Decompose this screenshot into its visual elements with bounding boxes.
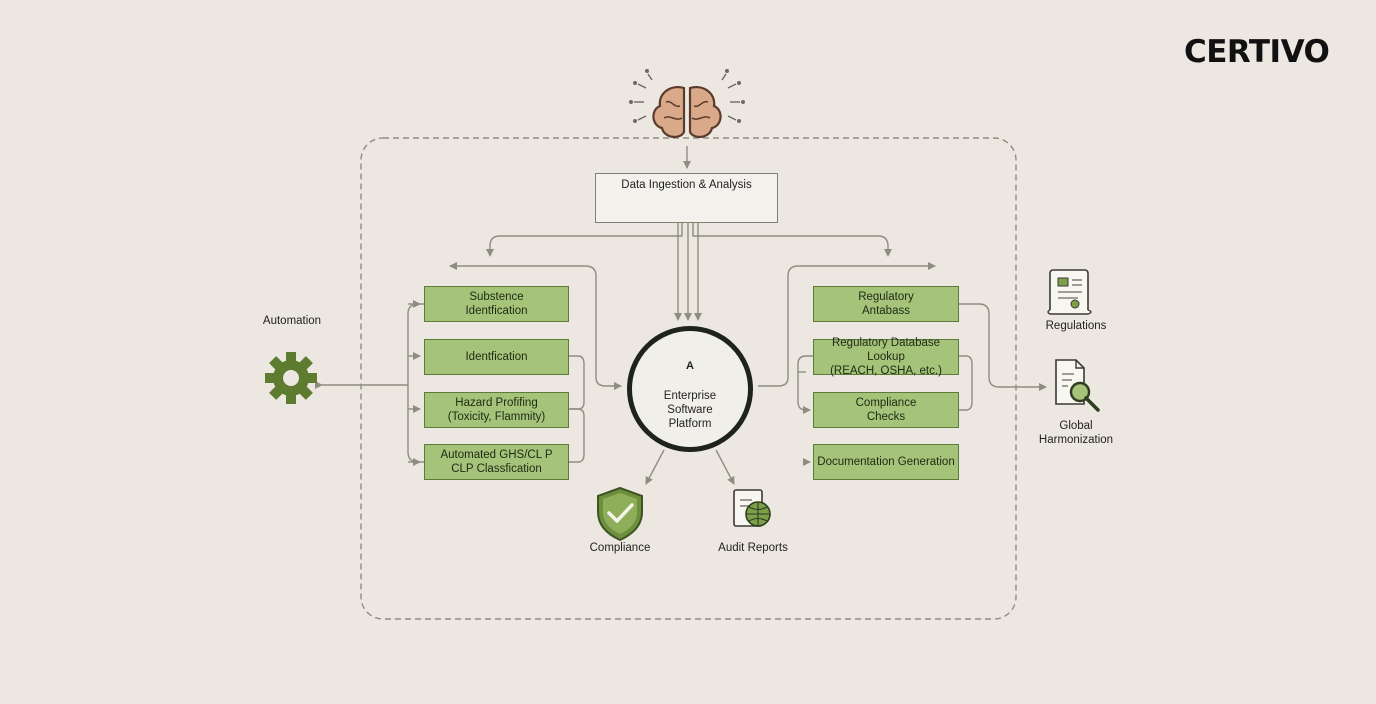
brand-logo: CERTIVO xyxy=(1184,34,1330,70)
automation-label: Automation xyxy=(262,315,322,327)
audit-reports-label: Audit Reports xyxy=(718,542,788,554)
right-to-global-arrow xyxy=(959,303,1047,391)
hub-label: Enterprise Software Platform xyxy=(640,389,740,431)
global-harmonization-label: Global Harmonization xyxy=(1030,419,1122,447)
box-line-1: Substence xyxy=(469,291,524,303)
left-loop-a xyxy=(569,355,585,410)
regulations-label: Regulations xyxy=(1045,320,1107,332)
box-line-1: Regulatory xyxy=(858,291,914,303)
box-line-1: Identfication xyxy=(465,351,528,363)
box-line-1: Compliance xyxy=(855,397,917,409)
substance-identification-box: Substence Identfication xyxy=(424,286,569,322)
box-line-1: Automated GHS/CL P xyxy=(440,449,553,461)
ingest-right-branch xyxy=(692,223,892,257)
dashed-boundary xyxy=(360,137,1017,620)
left-bracket xyxy=(407,303,424,463)
box-line-1: Hazard Profifing xyxy=(455,397,538,409)
hub-badge-letter: A xyxy=(686,360,694,372)
brain-icon xyxy=(629,69,745,138)
ingest-left-branch xyxy=(486,223,683,257)
global-label-line-2: Harmonization xyxy=(1038,434,1114,446)
document-search-icon xyxy=(1055,359,1100,412)
box-line-2: (REACH, OSHA, etc.) xyxy=(830,365,942,377)
gear-icon xyxy=(265,352,317,404)
enterprise-platform-hub xyxy=(627,326,753,452)
regulations-scroll-icon xyxy=(1047,269,1092,315)
compliance-label: Compliance xyxy=(589,542,651,554)
hub-to-compliance-arrow xyxy=(645,449,665,485)
compliance-checks-box: Compliance Checks xyxy=(813,392,959,428)
right-loop xyxy=(959,355,973,411)
shield-check-icon xyxy=(597,486,643,542)
hazard-profiling-box: Hazard Profifing (Toxicity, Flammity) xyxy=(424,392,569,428)
left-to-hub-arrow xyxy=(584,265,622,390)
box-line-1: Documentation Generation xyxy=(817,456,955,468)
box-line-2: Identfication xyxy=(465,305,528,317)
audit-report-icon xyxy=(733,489,771,527)
global-label-line-1: Global xyxy=(1059,420,1093,432)
identification-box: Identfication xyxy=(424,339,569,375)
box-line-1: Regulatory Database Lookup xyxy=(831,337,941,363)
data-ingestion-label: Data Ingestion & Analysis xyxy=(621,179,752,191)
regulatory-database-box: Regulatory Antabass xyxy=(813,286,959,322)
right-to-hub-link xyxy=(758,265,799,387)
left-loop-b xyxy=(569,408,585,463)
data-ingestion-node: Data Ingestion & Analysis xyxy=(595,173,778,223)
hub-label-line-1: Enterprise xyxy=(663,390,717,402)
hub-label-line-2: Software xyxy=(667,404,713,416)
box-line-2: CLP Classfication xyxy=(451,463,542,475)
hub-label-line-3: Platform xyxy=(668,418,712,430)
regulatory-lookup-box: Regulatory Database Lookup (REACH, OSHA,… xyxy=(813,337,959,377)
hub-to-audit-arrow xyxy=(715,449,735,485)
documentation-generation-box: Documentation Generation xyxy=(813,444,959,480)
ghs-clp-classification-box: Automated GHS/CL P CLP Classfication xyxy=(424,444,569,480)
box-line-2: (Toxicity, Flammity) xyxy=(447,411,546,423)
right-bracket-upper xyxy=(797,355,813,414)
box-line-2: Checks xyxy=(866,411,906,423)
box-line-2: Antabass xyxy=(862,305,910,317)
